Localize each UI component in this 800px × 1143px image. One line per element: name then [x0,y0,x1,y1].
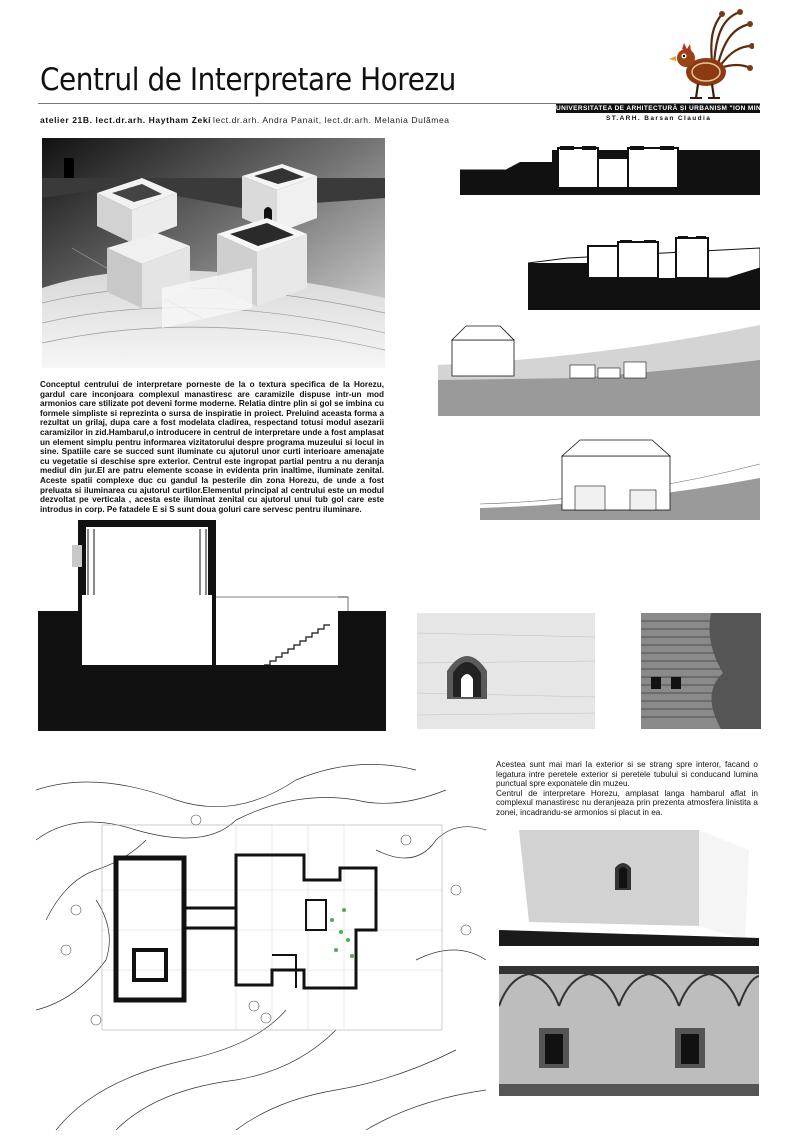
model-window-photo [499,830,759,946]
wall-niche-photo [417,613,595,729]
main-section-drawing [38,515,386,731]
brick-ruin-photo [641,613,761,729]
rooster-logo-icon [662,6,754,102]
atelier-credit: atelier 21B. lect.dr.arh. Haytham Zeki [40,115,212,125]
model-photo [42,138,385,368]
concept-description: Conceptul centrului de interpretare porn… [40,380,384,514]
title-rule [38,103,760,104]
teachers-credit: lect.dr.arh. Andra Panait, lect.dr.arh. … [213,115,450,125]
section-drawing-2 [528,228,760,310]
university-banner: UNIVERSITATEA DE ARHITECTURĂ ȘI URBANISM… [556,104,775,113]
student-credit: ST.ARH. Barsan Claudia [606,115,712,122]
elevation-drawing-1 [438,320,760,416]
page-title: Centrul de Interpretare Horezu [40,62,456,98]
monastery-arcade-photo [499,966,759,1096]
section-drawing-1 [460,140,760,195]
elevation-drawing-2 [480,438,760,520]
site-plan-drawing [36,760,486,1130]
openings-description: Acestea sunt mai mari la exterior si se … [496,760,758,817]
